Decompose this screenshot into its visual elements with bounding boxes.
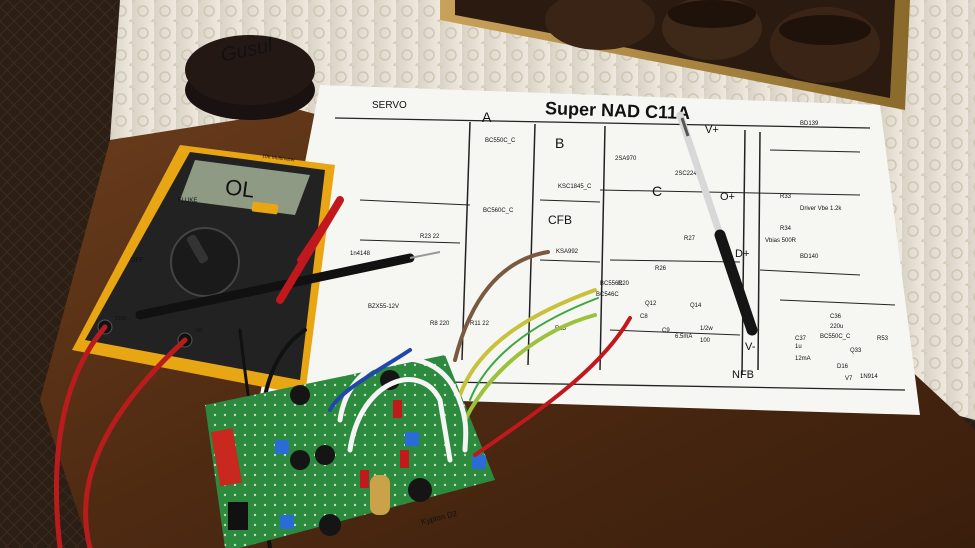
part-label: V7 [845, 376, 853, 382]
blue-trimmer [275, 440, 289, 454]
part-label: Driver Vbe 1.2k [800, 206, 842, 212]
part-label: BC550C_C [485, 138, 516, 144]
part-label: 100 [700, 338, 711, 344]
label-cfb: CFB [548, 213, 572, 227]
part-label: BC556C [600, 281, 623, 287]
part-label: KSA992 [556, 249, 579, 255]
multimeter-display: OL [224, 174, 256, 202]
label-oplus: O+ [720, 191, 735, 203]
multimeter-model: 106 Multimeter [262, 153, 296, 163]
part-label: R8 220 [430, 321, 450, 327]
part-label: Vbias 500R [765, 238, 797, 244]
led [393, 400, 402, 418]
label-a: A [482, 109, 492, 125]
transistor [319, 514, 341, 536]
red-probe[interactable] [276, 196, 344, 304]
multimeter: OL FLUKE 106 Multimeter OFF COM VΩ [72, 145, 335, 395]
part-label: 220u [830, 324, 843, 330]
blue-trimmer [472, 455, 486, 469]
transistor [290, 450, 310, 470]
part-label: 1/2w [700, 326, 713, 332]
part-label: C36 [830, 314, 842, 320]
part-label: Q33 [850, 348, 862, 354]
label-c: C [652, 183, 662, 199]
label-b: B [555, 135, 564, 151]
part-label: 2SA970 [615, 156, 637, 162]
transistor [290, 385, 310, 405]
dial-label-off: OFF [130, 257, 144, 264]
part-label: R33 [780, 194, 792, 200]
part-label: C37 [795, 336, 807, 342]
part-label: 1N914 [860, 374, 878, 380]
transistor [408, 478, 432, 502]
led [400, 450, 409, 468]
part-label: R20 [618, 281, 630, 287]
voltage-jack-label: VΩ [195, 328, 202, 334]
part-label: KSC1845_C [558, 184, 592, 190]
terminal-block [228, 502, 248, 530]
part-label: C9 [662, 328, 670, 334]
led [360, 470, 369, 488]
part-label: R23 22 [420, 234, 440, 240]
part-label: BC546C [596, 292, 619, 298]
red-resistor-block [210, 428, 243, 487]
part-label: 1n4148 [350, 251, 371, 257]
part-label: 12mA [795, 356, 811, 362]
label-dplus: D+ [735, 248, 749, 260]
part-label: 1u [795, 344, 802, 350]
part-label: R26 [655, 266, 667, 272]
part-label: R53 [877, 336, 889, 342]
blue-trimmer [280, 515, 294, 529]
part-label: BD140 [800, 254, 819, 260]
capacitor [370, 475, 390, 515]
gold-tray [440, 0, 910, 110]
multimeter-brand: FLUKE [178, 198, 197, 204]
hold-button[interactable] [251, 201, 279, 215]
transistor [315, 445, 335, 465]
blue-trimmer [405, 432, 419, 446]
tin-lid: Gusul [185, 34, 315, 120]
com-jack-label: COM [115, 316, 127, 322]
part-labels: BC550C_C BC560C_C KSC1845_C KSA992 2SA97… [350, 121, 889, 382]
ballpoint-pen [676, 111, 758, 336]
part-label: R34 [780, 226, 792, 232]
label-vminus: V- [745, 341, 756, 353]
part-label: Q14 [690, 303, 702, 309]
label-servo: SERVO [372, 100, 407, 111]
part-label: 6.5mA [675, 334, 692, 340]
part-label: BC550C_C [820, 334, 851, 340]
part-label: C8 [640, 314, 648, 320]
part-label: BZX55-12V [368, 304, 399, 310]
part-label: R27 [684, 236, 696, 242]
part-label: 2SC2240 [675, 171, 701, 177]
hookup-wires [328, 250, 632, 463]
black-probe[interactable] [135, 251, 441, 320]
part-label: D16 [837, 364, 849, 370]
label-vplus: V+ [705, 124, 719, 136]
part-label: R11 22 [470, 321, 490, 327]
part-label: BD139 [800, 121, 819, 127]
part-label: BC560C_C [483, 208, 514, 214]
label-nfb: NFB [732, 369, 754, 381]
dial-pointer [186, 234, 209, 264]
part-label: Q12 [645, 301, 657, 307]
